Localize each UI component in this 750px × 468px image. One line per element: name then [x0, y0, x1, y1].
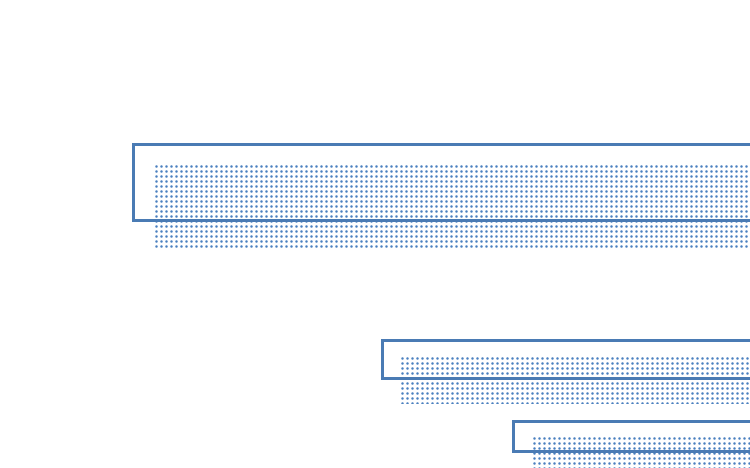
dotted-shadow-medium — [400, 356, 750, 404]
outlined-box-large — [132, 143, 750, 222]
dotted-shadow-large — [154, 164, 750, 248]
outlined-box-medium — [381, 339, 750, 380]
outlined-box-small — [512, 420, 750, 453]
